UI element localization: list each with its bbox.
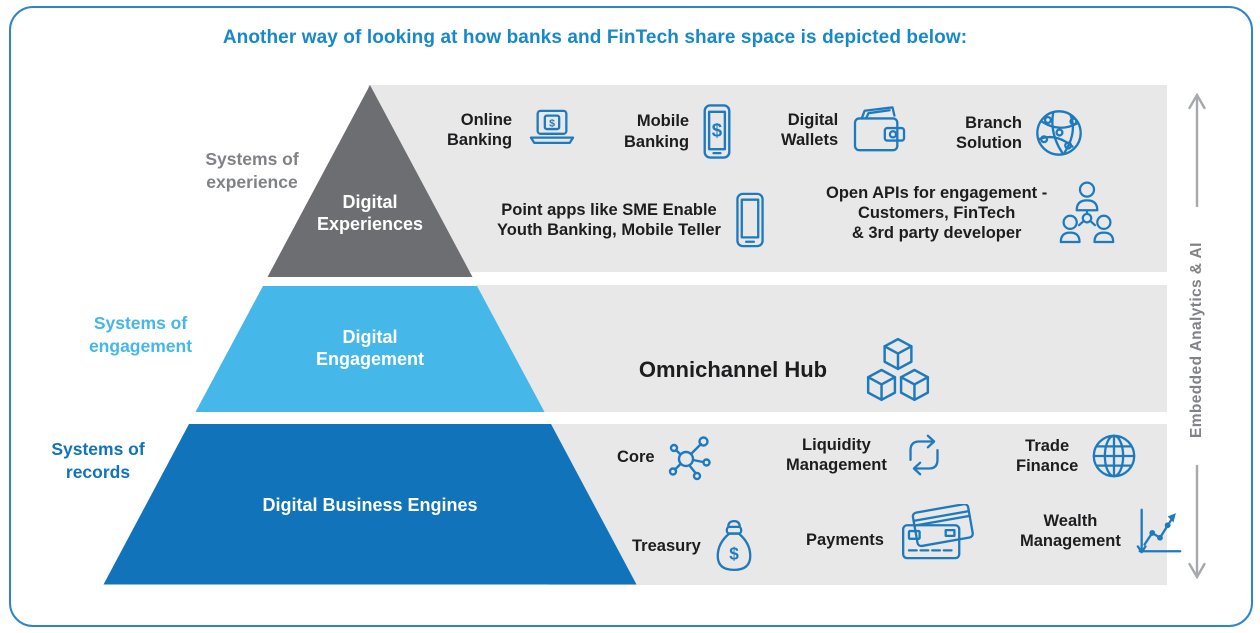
svg-text:$: $ (549, 118, 555, 130)
item-branch-solution: Branch Solution (956, 107, 1085, 159)
item-wealth-management: Wealth Management (1020, 505, 1186, 557)
rail-arrow-down (1185, 462, 1209, 595)
tier-label-digital-experiences: Digital Experiences (316, 192, 424, 234)
item-open-apis: Open APIs for engagement - Customers, Fi… (826, 178, 1116, 248)
tier-label-digital-engagement: Digital Engagement (315, 327, 425, 369)
people-network-icon (1058, 178, 1116, 248)
item-digital-wallets: Digital Wallets (781, 105, 911, 155)
cycle-arrows-icon (898, 431, 950, 479)
money-bag-icon: $ (712, 518, 756, 574)
globe-grid-icon (1089, 431, 1139, 481)
item-online-banking: Online Banking $ (447, 108, 581, 152)
item-core: Core (617, 433, 714, 481)
item-mobile-banking: Mobile Banking $ (624, 103, 734, 160)
page-title: Another way of looking at how banks and … (222, 27, 968, 48)
item-treasury: Treasury $ (632, 518, 756, 574)
side-label-systems-of-records: Systems of records (51, 439, 145, 482)
globe-network-icon (1033, 107, 1085, 159)
item-point-apps: Point apps like SME Enable Youth Banking… (497, 191, 768, 249)
item-payments: Payments (806, 504, 979, 562)
smartphone-icon (732, 191, 768, 249)
engagement-band (476, 285, 1167, 412)
side-label-systems-of-experience: Systems of experience (205, 149, 299, 192)
growth-chart-icon (1132, 505, 1186, 557)
side-label-systems-of-engagement: Systems of engagement (88, 313, 193, 356)
item-omnichannel-hub: Omnichannel Hub (633, 336, 934, 404)
laptop-dollar-icon: $ (523, 108, 581, 152)
smartphone-dollar-icon: $ (700, 103, 734, 160)
network-hub-icon (666, 433, 714, 481)
item-trade-finance: Trade Finance (1016, 431, 1139, 481)
svg-text:$: $ (729, 543, 739, 563)
svg-text:$: $ (712, 119, 723, 140)
cubes-icon (862, 336, 934, 404)
experience-band (368, 85, 1167, 272)
item-liquidity-management: Liquidity Management (786, 431, 950, 479)
tier-label-digital-business-engines: Digital Business Engines (262, 495, 478, 515)
wallet-icon (849, 105, 911, 155)
embedded-analytics-label: Embedded Analytics & AI (1188, 242, 1205, 438)
credit-cards-icon (895, 504, 979, 562)
records-band (549, 424, 1167, 585)
rail-arrow-up (1185, 88, 1209, 215)
